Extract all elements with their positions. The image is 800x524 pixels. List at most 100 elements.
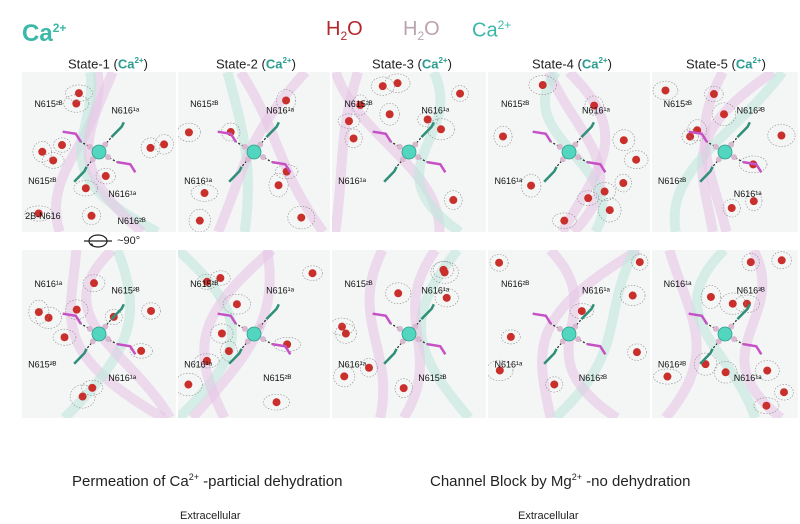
residue-label: N616¹ᵃ	[184, 360, 213, 370]
residue-label: N616¹ᵃ	[734, 373, 763, 383]
coordinating-water	[556, 325, 563, 332]
density-mesh	[344, 128, 363, 149]
density-mesh	[394, 378, 413, 398]
density-mesh	[104, 308, 123, 325]
water-molecule	[364, 363, 373, 372]
coordinating-water	[260, 154, 267, 161]
protein-ribbon	[537, 250, 642, 418]
density-mesh	[552, 212, 577, 229]
density-mesh	[210, 270, 231, 286]
water-molecule	[393, 79, 402, 88]
density-mesh	[489, 253, 509, 272]
residue-sidechain	[426, 160, 447, 173]
density-mesh	[95, 167, 116, 185]
calcium-ion	[401, 326, 417, 342]
coordination-bond	[706, 323, 726, 335]
density-mesh	[774, 384, 794, 401]
density-mesh	[276, 89, 297, 112]
water-molecule	[538, 81, 547, 90]
protein-ribbon	[65, 250, 167, 418]
water-molecule	[282, 96, 291, 105]
coordinating-water	[89, 338, 96, 345]
caption-permeation: Permeation of Ca2+ -particial dehydratio…	[72, 472, 343, 490]
water-molecule	[137, 346, 146, 355]
protein-ribbon	[692, 250, 760, 418]
residue-label: N616¹ᵃ	[108, 373, 137, 383]
water-molecule	[60, 333, 69, 342]
water-molecule	[272, 398, 281, 407]
density-mesh	[82, 206, 101, 226]
density-mesh	[140, 137, 161, 159]
density-mesh	[337, 113, 361, 129]
coordinating-water	[86, 143, 93, 150]
residue-label: N616¹ᵃ	[184, 176, 213, 186]
water-molecule	[88, 383, 97, 392]
water-molecule	[762, 401, 771, 410]
density-mesh	[41, 152, 65, 169]
water-molecule	[146, 143, 155, 152]
density-mesh	[65, 84, 93, 102]
water-molecule	[727, 204, 736, 213]
coordination-bond	[724, 333, 744, 345]
residue-sidechain	[699, 348, 714, 365]
density-mesh	[287, 205, 316, 230]
coordinating-water	[257, 323, 264, 330]
residue-label: N616²ᴮ	[737, 106, 766, 116]
water-molecule	[340, 372, 349, 381]
residue-sidechain	[383, 166, 398, 183]
coordinating-water	[244, 338, 251, 345]
protein-ribbon	[557, 72, 611, 232]
water-molecule	[378, 82, 387, 91]
density-mesh	[82, 274, 106, 293]
water-molecule	[721, 368, 730, 377]
density-mesh	[520, 173, 542, 198]
density-mesh	[713, 361, 738, 384]
residue-label: N616²ᴮ	[658, 176, 687, 186]
caption-extracellular-right: Extracellular	[518, 510, 579, 522]
water-molecule	[749, 197, 758, 206]
coordinating-water	[712, 325, 719, 332]
residue-label: N615²ᴮ	[344, 279, 373, 289]
water-molecule	[619, 136, 628, 145]
protein-ribbon	[399, 250, 440, 418]
residue-sidechain	[580, 121, 595, 139]
residue-label: N616¹ᵃ	[494, 176, 523, 186]
density-mesh	[528, 75, 557, 95]
coordination-bond	[235, 141, 255, 153]
residue-label: N616¹ᵃ	[582, 106, 611, 116]
density-mesh	[767, 124, 796, 147]
residue-label: N615²ᴮ	[34, 99, 63, 109]
residue-sidechain	[742, 160, 763, 173]
residue-sidechain	[426, 342, 447, 355]
protein-ribbon	[332, 72, 363, 232]
residue-sidechain	[688, 130, 708, 143]
water-molecule	[81, 184, 90, 193]
density-mesh	[584, 95, 604, 116]
density-mesh	[451, 85, 469, 102]
coordination-bond	[80, 323, 100, 335]
density-mesh	[63, 94, 90, 113]
coordinating-water	[572, 141, 579, 148]
density-mesh	[352, 94, 369, 116]
water-molecule	[195, 216, 204, 225]
residue-label: N616²ᴮ	[117, 216, 146, 226]
coordinating-water	[102, 141, 109, 148]
water-molecule	[706, 292, 715, 301]
residue-sidechain	[73, 348, 88, 365]
coordination-bond	[253, 333, 273, 345]
coordinating-water	[731, 336, 738, 343]
density-mesh	[700, 285, 722, 309]
coordination-bond	[80, 141, 100, 153]
water-molecule	[232, 300, 241, 309]
water-molecule	[200, 189, 209, 198]
density-mesh	[262, 394, 291, 411]
density-mesh	[754, 360, 780, 381]
water-molecule	[632, 155, 641, 164]
caption-extracellular-left: Extracellular	[180, 510, 241, 522]
protein-ribbon	[739, 250, 785, 418]
